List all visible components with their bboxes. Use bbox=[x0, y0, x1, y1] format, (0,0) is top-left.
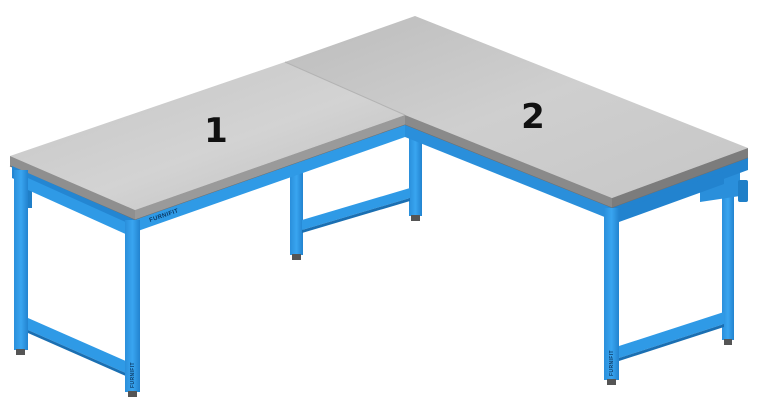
brace-left-top bbox=[28, 178, 130, 236]
leg-front-corner-2 bbox=[604, 208, 619, 380]
apron-section-2 bbox=[405, 125, 612, 220]
leg-inner-corner bbox=[409, 124, 422, 216]
front-frame bbox=[12, 125, 748, 397]
leg-right-rear bbox=[722, 170, 734, 340]
brace-right-top bbox=[619, 172, 724, 222]
top-section-2 bbox=[285, 16, 748, 198]
top-edge-front-1 bbox=[10, 156, 135, 220]
section-number-2: 2 bbox=[521, 97, 545, 137]
top-section-1 bbox=[10, 62, 405, 210]
top-edge-inner-2 bbox=[405, 115, 612, 208]
brand-mark-leg-left: FURNIFIT bbox=[130, 362, 136, 388]
foot-right-rear bbox=[724, 339, 732, 345]
section-number-1: 1 bbox=[204, 111, 228, 151]
foot-middle-front bbox=[292, 254, 301, 260]
top-edge-front-2 bbox=[612, 148, 748, 208]
leg-middle-front bbox=[290, 160, 303, 255]
top-edge-front-1b bbox=[135, 115, 405, 220]
leg-left-front bbox=[14, 170, 28, 350]
table-top bbox=[9, 16, 749, 221]
foot-front-corner-1 bbox=[128, 391, 137, 397]
apron-section-1 bbox=[135, 125, 405, 232]
foot-front-corner-2 bbox=[607, 379, 616, 385]
brace-left-bottom bbox=[28, 318, 128, 374]
foot-left-front bbox=[16, 349, 25, 355]
brand-mark-leg-right: FURNIFIT bbox=[609, 350, 615, 376]
stretcher-middle bbox=[302, 188, 410, 230]
brace-right-bottom bbox=[619, 312, 724, 358]
leg-front-corner-1 bbox=[125, 220, 140, 392]
foot-inner-corner bbox=[411, 215, 420, 221]
